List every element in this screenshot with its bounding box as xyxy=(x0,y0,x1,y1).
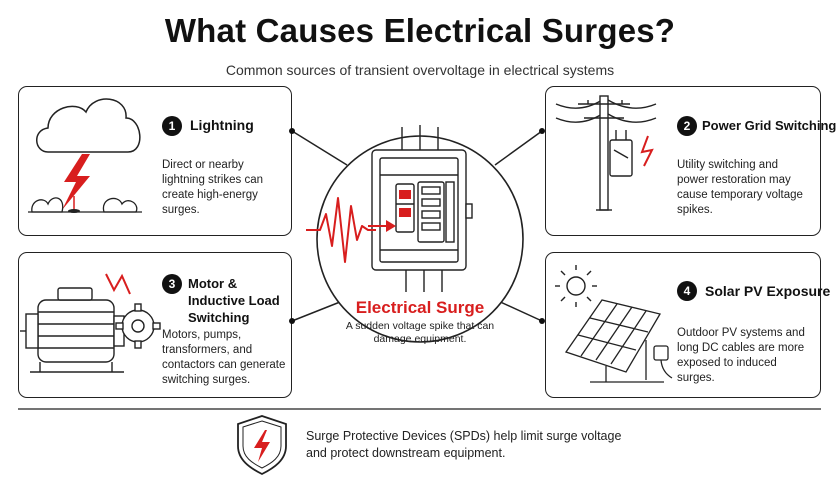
cause-3-badge: 3 xyxy=(162,274,182,294)
cause-2-description: Utility switching and power restoration … xyxy=(677,159,803,216)
cause-4-title: Solar PV Exposure xyxy=(705,283,831,299)
surge-arrow-icon xyxy=(368,220,396,232)
cause-4-badge: 4 xyxy=(677,281,697,301)
sun-icon xyxy=(555,265,597,307)
shield-lightning-icon xyxy=(237,415,287,476)
page-title: What Causes Electrical Surges? xyxy=(164,12,676,49)
center-title: Electrical Surge xyxy=(355,298,485,317)
storm-cloud-lightning-icon xyxy=(28,98,142,213)
cause-3-description: Motors, pumps, transformers, and contact… xyxy=(162,329,286,386)
electrical-panel-icon xyxy=(371,125,473,292)
center-description: A sudden voltage spike that can damage e… xyxy=(345,320,495,345)
solar-panel-icon xyxy=(564,299,673,383)
connector-lines xyxy=(291,130,543,322)
gear-icon xyxy=(115,303,161,349)
cause-2-badge: 2 xyxy=(677,116,697,136)
cause-3-title: Motor & Inductive Load Switching xyxy=(188,276,280,325)
cause-box-grid-switching xyxy=(545,86,821,236)
cause-2-title: Power Grid Switching xyxy=(702,118,837,133)
cause-1-description: Direct or nearby lightning strikes can c… xyxy=(162,159,263,216)
electric-motor-icon xyxy=(20,273,131,373)
footer-text: Surge Protective Devices (SPDs) help lim… xyxy=(306,429,622,460)
utility-pole-icon xyxy=(555,95,657,211)
cause-4-description: Outdoor PV systems and long DC cables ar… xyxy=(677,327,805,384)
cause-1-badge: 1 xyxy=(162,116,182,136)
page-subtitle: Common sources of transient overvoltage … xyxy=(225,62,615,78)
surge-waveform-icon xyxy=(306,197,376,263)
cause-1-title: Lightning xyxy=(190,117,254,133)
